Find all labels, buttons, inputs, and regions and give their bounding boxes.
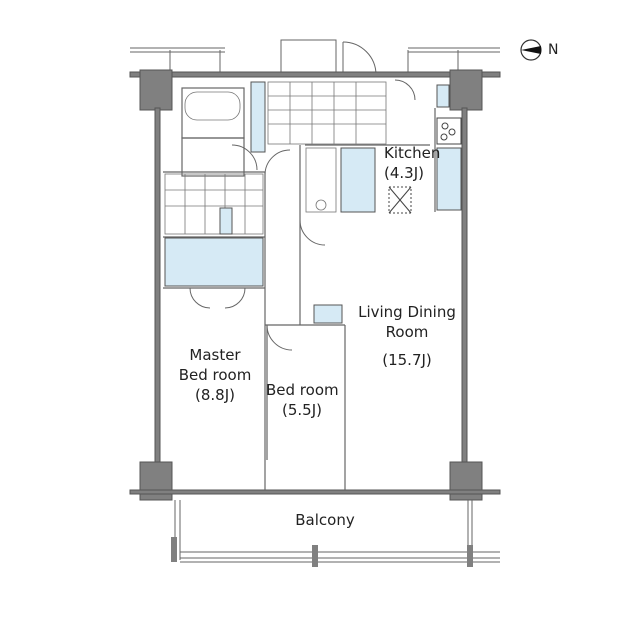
column-ne [449, 69, 483, 111]
compass-icon [520, 39, 542, 61]
bedroom-label: Bed room(5.5J) [266, 381, 339, 419]
column-nw [139, 69, 173, 111]
compass-label: N [548, 42, 559, 58]
kitchen-label: Kitchen(4.3J) [384, 144, 441, 182]
balcony-label: Balcony [295, 511, 355, 529]
